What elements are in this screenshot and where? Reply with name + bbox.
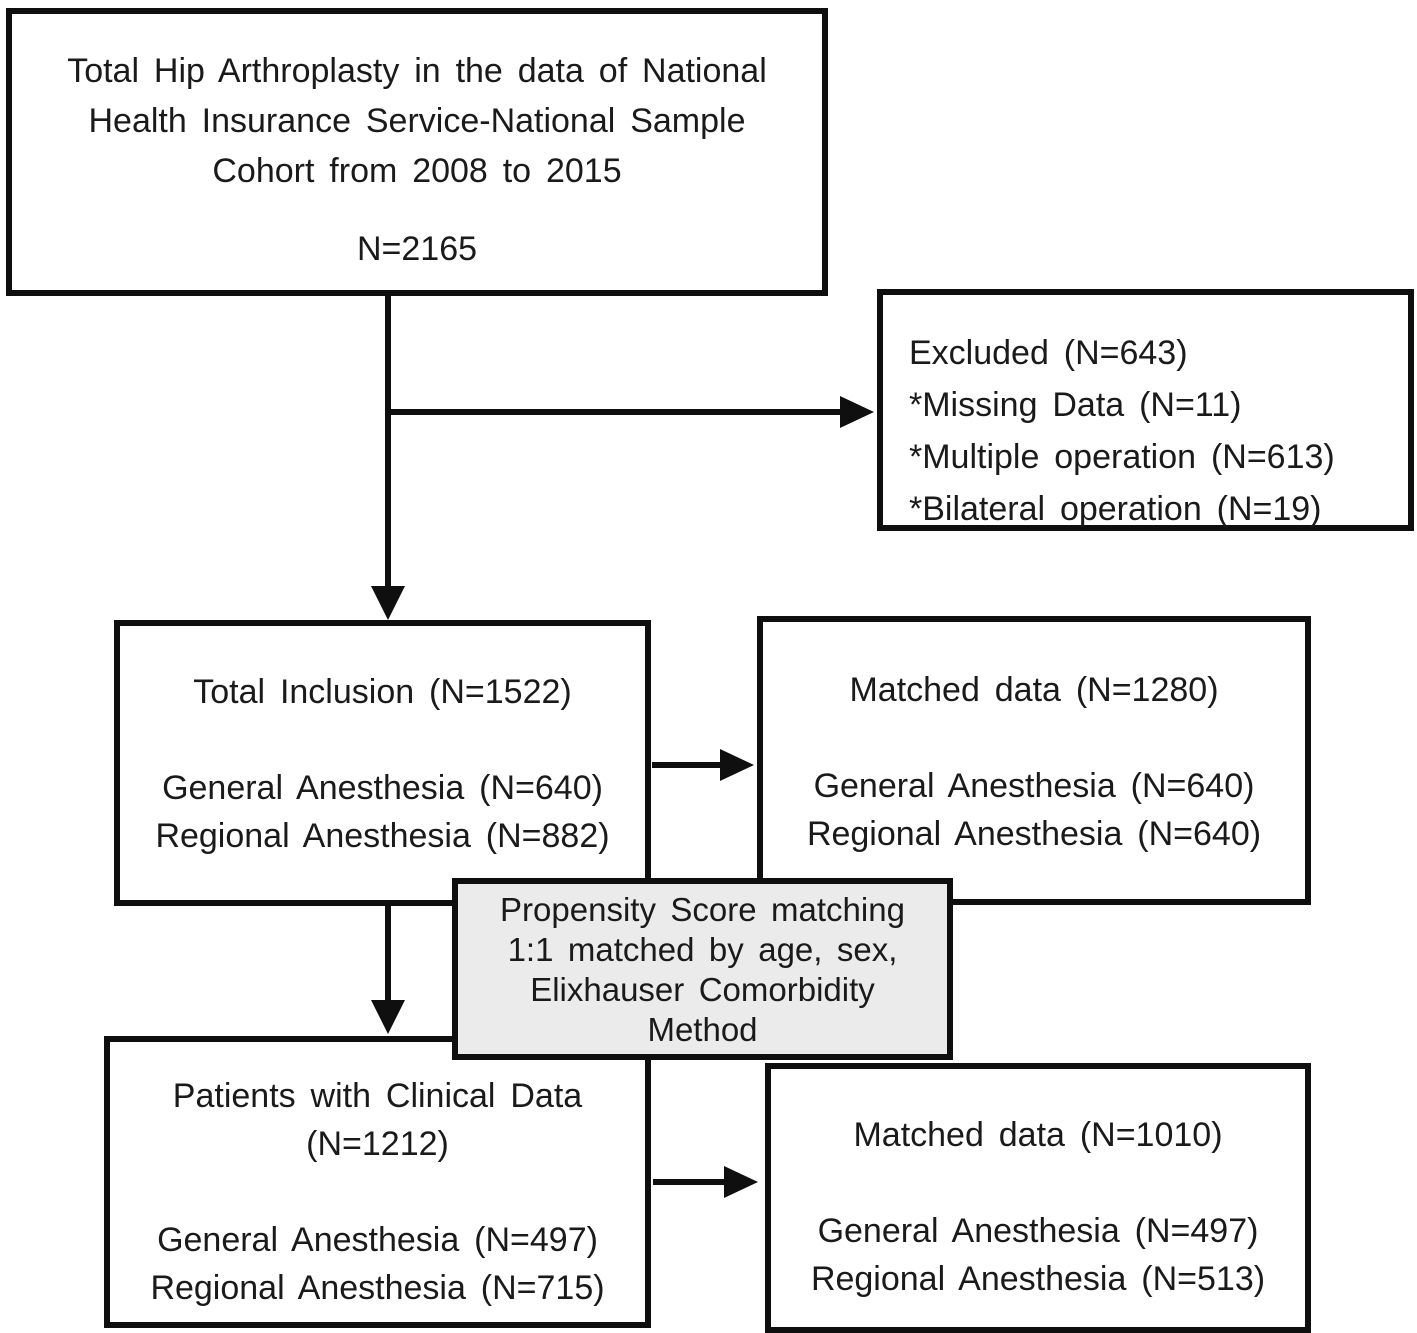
box-text-line: *Bilateral operation (N=19) (909, 490, 1322, 528)
box-text-line: Method (647, 1011, 758, 1048)
box-text-line: *Multiple operation (N=613) (909, 438, 1335, 476)
box-text-line: General Anesthesia (N=497) (817, 1212, 1259, 1250)
box-patients-with-clinical-data: Patients with Clinical Data (N=1212) Gen… (104, 1036, 651, 1328)
box-text-line: General Anesthesia (N=640) (162, 769, 603, 807)
box-text-line: Regional Anesthesia (N=640) (806, 815, 1262, 853)
box-text-line: Regional Anesthesia (N=715) (150, 1269, 605, 1307)
box-text-line: Propensity Score matching (500, 891, 905, 928)
box-text-line: 1:1 matched by age, sex, (507, 931, 898, 968)
box-text-line: Patients with Clinical Data (172, 1077, 583, 1115)
box-text-line: Regional Anesthesia (N=513) (810, 1260, 1266, 1298)
box-excluded: Excluded (N=643) *Missing Data (N=11) *M… (877, 289, 1414, 531)
box-text-line: Matched data (N=1010) (853, 1116, 1223, 1154)
box-text-line: General Anesthesia (N=497) (157, 1221, 598, 1259)
arrow-total-to-inclusion (371, 293, 405, 620)
box-propensity-score-matching: Propensity Score matching 1:1 matched by… (452, 878, 953, 1060)
box-text-line: Total Inclusion (N=1522) (193, 673, 572, 711)
box-total-inclusion: Total Inclusion (N=1522) General Anesthe… (114, 620, 651, 906)
box-text-line: Cohort from 2008 to 2015 (212, 152, 622, 190)
arrow-inclusion-to-clinical (371, 902, 405, 1034)
box-text-line: Regional Anesthesia (N=882) (155, 817, 610, 855)
box-text-line: Matched data (N=1280) (849, 671, 1219, 709)
arrow-inclusion-to-matched-1280 (652, 749, 754, 781)
box-matched-data-1010: Matched data (N=1010) General Anesthesia… (765, 1063, 1311, 1333)
arrow-clinical-to-matched-1010 (653, 1166, 758, 1198)
box-text-line: Total Hip Arthroplasty in the data of Na… (67, 52, 767, 90)
box-total-hip-arthroplasty: Total Hip Arthroplasty in the data of Na… (6, 8, 828, 296)
box-text-line: Elixhauser Comorbidity (530, 971, 875, 1008)
box-matched-data-1280: Matched data (N=1280) General Anesthesia… (757, 616, 1311, 905)
box-n-value: N=2165 (356, 230, 478, 268)
box-text-line: Health Insurance Service-National Sample (88, 102, 746, 140)
box-text-line: *Missing Data (N=11) (909, 386, 1242, 424)
arrow-total-to-excluded (386, 396, 874, 428)
box-text-line: General Anesthesia (N=640) (813, 767, 1255, 805)
box-text-line: (N=1212) (306, 1125, 449, 1163)
box-text-line: Excluded (N=643) (909, 334, 1188, 372)
